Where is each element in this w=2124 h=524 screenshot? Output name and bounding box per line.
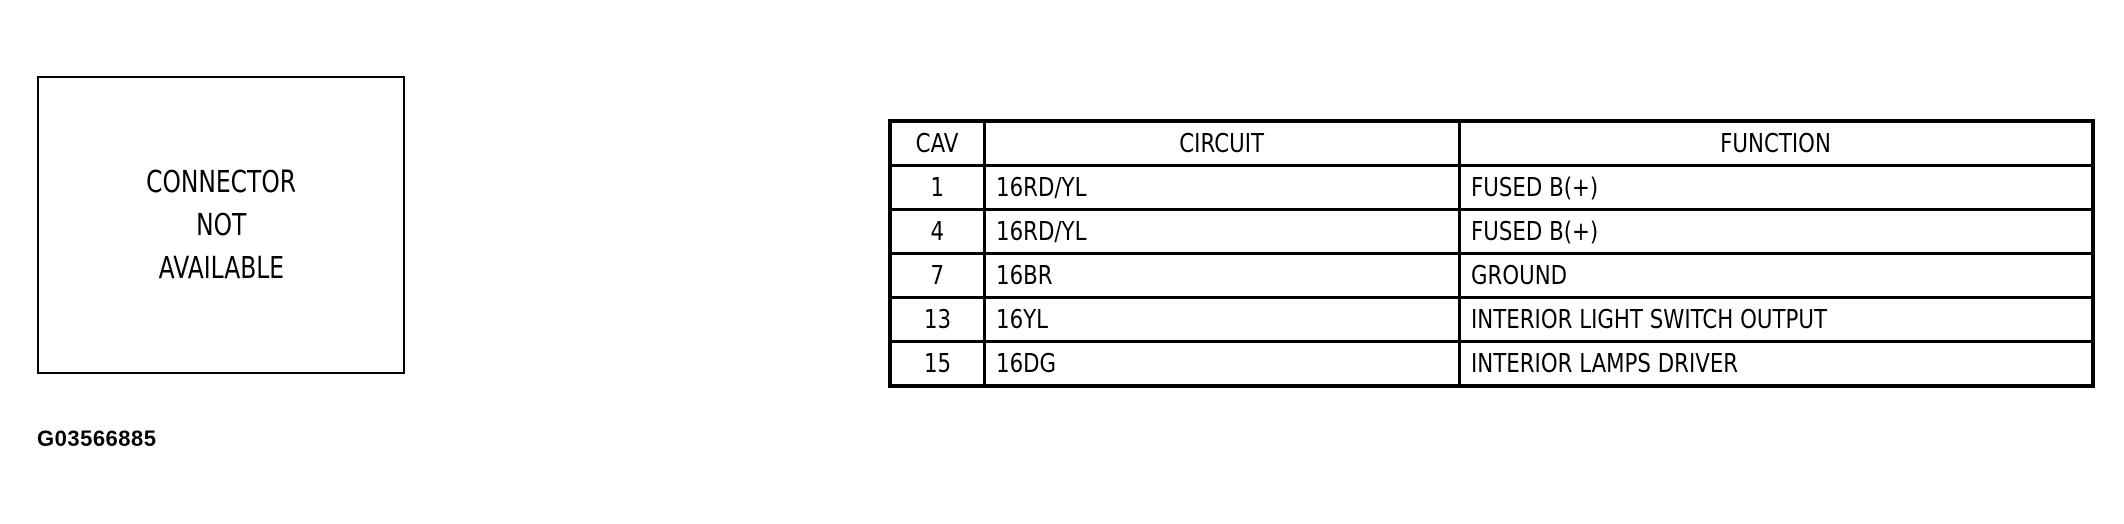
- function-cell: FUSED B(+): [1457, 208, 2095, 255]
- table-row: 15 16DG INTERIOR LAMPS DRIVER: [888, 340, 2095, 388]
- table-row: 7 16BR GROUND: [888, 252, 2095, 299]
- connector-pinout-table: CAV CIRCUIT FUNCTION 1 16RD/YL FUSED B(+…: [888, 119, 2095, 388]
- connector-label-line-2: NOT: [195, 207, 247, 243]
- circuit-cell: 16DG: [982, 340, 1461, 388]
- circuit-cell: 16RD/YL: [982, 164, 1461, 211]
- table-row: 1 16RD/YL FUSED B(+): [888, 164, 2095, 211]
- table-row: 4 16RD/YL FUSED B(+): [888, 208, 2095, 255]
- connector-placeholder-box: CONNECTOR NOT AVAILABLE: [37, 76, 405, 374]
- header-circuit: CIRCUIT: [982, 119, 1461, 167]
- table-header-row: CAV CIRCUIT FUNCTION: [888, 119, 2095, 167]
- function-cell: FUSED B(+): [1457, 164, 2095, 211]
- cav-cell: 15: [888, 340, 986, 388]
- header-cav: CAV: [888, 119, 986, 167]
- connector-label-line-3: AVAILABLE: [158, 250, 284, 286]
- connector-label-line-1: CONNECTOR: [146, 164, 296, 200]
- function-cell: GROUND: [1457, 252, 2095, 299]
- cav-cell: 13: [888, 296, 986, 343]
- cav-cell: 1: [888, 164, 986, 211]
- circuit-cell: 16RD/YL: [982, 208, 1461, 255]
- circuit-cell: 16BR: [982, 252, 1461, 299]
- function-cell: INTERIOR LAMPS DRIVER: [1457, 340, 2095, 388]
- figure-id: G03566885: [37, 426, 157, 451]
- circuit-cell: 16YL: [982, 296, 1461, 343]
- function-cell: INTERIOR LIGHT SWITCH OUTPUT: [1457, 296, 2095, 343]
- table-row: 13 16YL INTERIOR LIGHT SWITCH OUTPUT: [888, 296, 2095, 343]
- header-function: FUNCTION: [1457, 119, 2095, 167]
- cav-cell: 4: [888, 208, 986, 255]
- cav-cell: 7: [888, 252, 986, 299]
